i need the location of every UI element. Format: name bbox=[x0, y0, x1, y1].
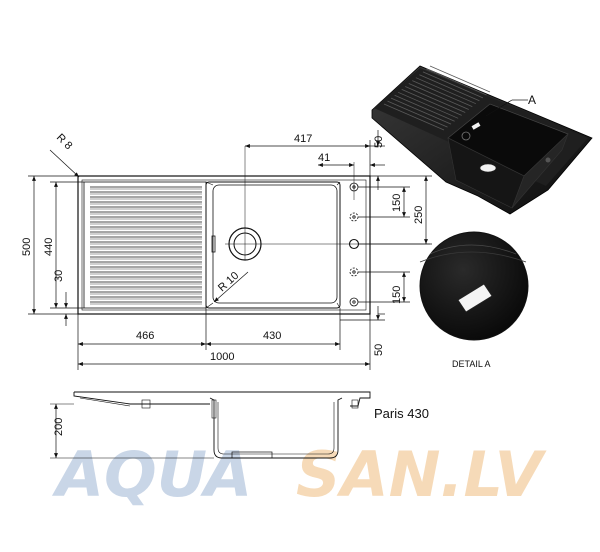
render-rib bbox=[401, 89, 462, 116]
render-rib bbox=[429, 65, 491, 93]
render-rib bbox=[394, 94, 455, 122]
dim-250: 250 bbox=[413, 206, 425, 224]
drainer-ribs bbox=[90, 186, 202, 305]
dim-50-bottom: 50 bbox=[373, 344, 385, 356]
sink-inner-outline bbox=[81, 179, 367, 311]
render-rib bbox=[408, 83, 469, 110]
dim-417: 417 bbox=[294, 133, 312, 145]
dim-500: 500 bbox=[21, 238, 33, 256]
render-rib bbox=[426, 68, 487, 96]
top-view bbox=[77, 146, 430, 315]
product-name: Paris 430 bbox=[374, 406, 429, 421]
bowl-outline bbox=[205, 181, 341, 309]
sink-outline bbox=[77, 175, 371, 315]
render-rib bbox=[422, 71, 484, 99]
render-rib bbox=[383, 103, 445, 131]
sink-3d-render: A bbox=[371, 65, 593, 215]
render-rib bbox=[412, 80, 473, 107]
detail-overflow-slot bbox=[457, 283, 493, 313]
watermark-san: SAN bbox=[296, 438, 441, 511]
dim-200: 200 bbox=[53, 418, 65, 436]
side-view bbox=[50, 391, 371, 459]
dim-r10: R 10 bbox=[216, 270, 241, 294]
dim-41: 41 bbox=[318, 152, 330, 164]
callout-a-label: A bbox=[528, 93, 536, 107]
render-rib bbox=[390, 97, 452, 125]
dim-r8: R 8 bbox=[54, 132, 75, 153]
dimension-lines bbox=[28, 130, 432, 370]
render-rib bbox=[387, 100, 448, 128]
dim-50-top: 50 bbox=[373, 136, 385, 148]
render-rib bbox=[405, 86, 466, 113]
dim-150-lower: 150 bbox=[391, 286, 403, 304]
render-drainer-ribs bbox=[383, 65, 491, 131]
dim-150-upper: 150 bbox=[391, 194, 403, 212]
dim-466: 466 bbox=[136, 330, 154, 342]
render-rib bbox=[415, 77, 477, 105]
render-rib bbox=[419, 74, 480, 102]
render-drain bbox=[479, 163, 497, 173]
dimension-texts: 417 41 50 150 250 150 500 440 30 466 430… bbox=[21, 132, 425, 363]
overflow-slot bbox=[211, 235, 216, 253]
watermark-aqua: AQUA bbox=[51, 438, 252, 511]
dim-30: 30 bbox=[53, 270, 65, 282]
dim-430: 430 bbox=[263, 330, 281, 342]
detail-label: DETAIL A bbox=[452, 359, 491, 369]
render-rib bbox=[397, 91, 459, 119]
dim-440: 440 bbox=[43, 238, 55, 256]
watermark-lv: .LV bbox=[440, 438, 548, 511]
aquasan-watermark: AQUA SAN .LV bbox=[51, 438, 548, 511]
detail-a-view: DETAIL A bbox=[419, 231, 529, 369]
dim-1000: 1000 bbox=[210, 351, 234, 363]
callout-a-leader bbox=[485, 99, 513, 117]
tap-holes bbox=[348, 182, 360, 307]
